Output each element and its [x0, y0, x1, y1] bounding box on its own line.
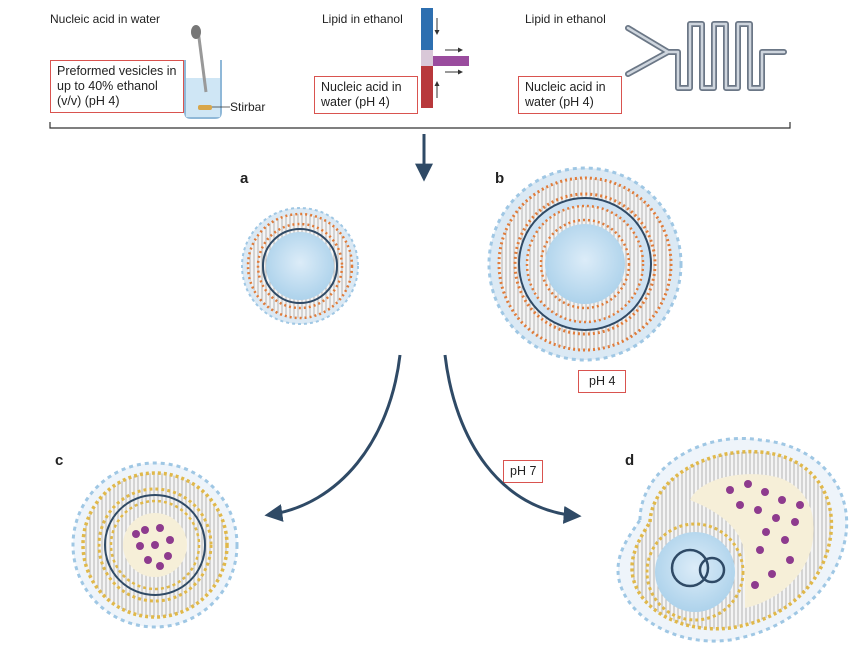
method-3-title: Lipid in ethanol — [525, 12, 606, 26]
method-3-box: Nucleic acid in water (pH 4) — [518, 76, 622, 114]
arrow-to-c — [264, 354, 402, 522]
lnp-b — [487, 166, 683, 362]
stirbar-label: Stirbar — [230, 100, 266, 114]
microfluidic-mixer-icon — [625, 21, 787, 91]
panel-label-c: c — [55, 452, 64, 469]
ph7-label: pH 7 — [503, 460, 544, 483]
method-1-box: Preformed vesicles in up to 40% ethanol … — [50, 60, 184, 113]
panel-label-b: b — [495, 170, 505, 187]
method-bracket — [49, 122, 791, 129]
panel-label-a: a — [240, 170, 249, 187]
panel-label-d: d — [625, 452, 635, 469]
lnp-a — [241, 207, 359, 325]
method-1-title: Nucleic acid in water — [50, 12, 161, 26]
arrow-to-d — [443, 354, 582, 524]
nucleic-acid-strand — [670, 548, 726, 588]
lnp-c — [71, 461, 239, 629]
lnp-d — [616, 437, 849, 643]
method-2-box: Nucleic acid in water (pH 4) — [314, 76, 418, 114]
ph4-label: pH 4 — [578, 370, 627, 393]
method-2-title: Lipid in ethanol — [322, 12, 403, 26]
beaker-icon — [184, 25, 230, 119]
t-mixer-icon — [421, 8, 469, 108]
